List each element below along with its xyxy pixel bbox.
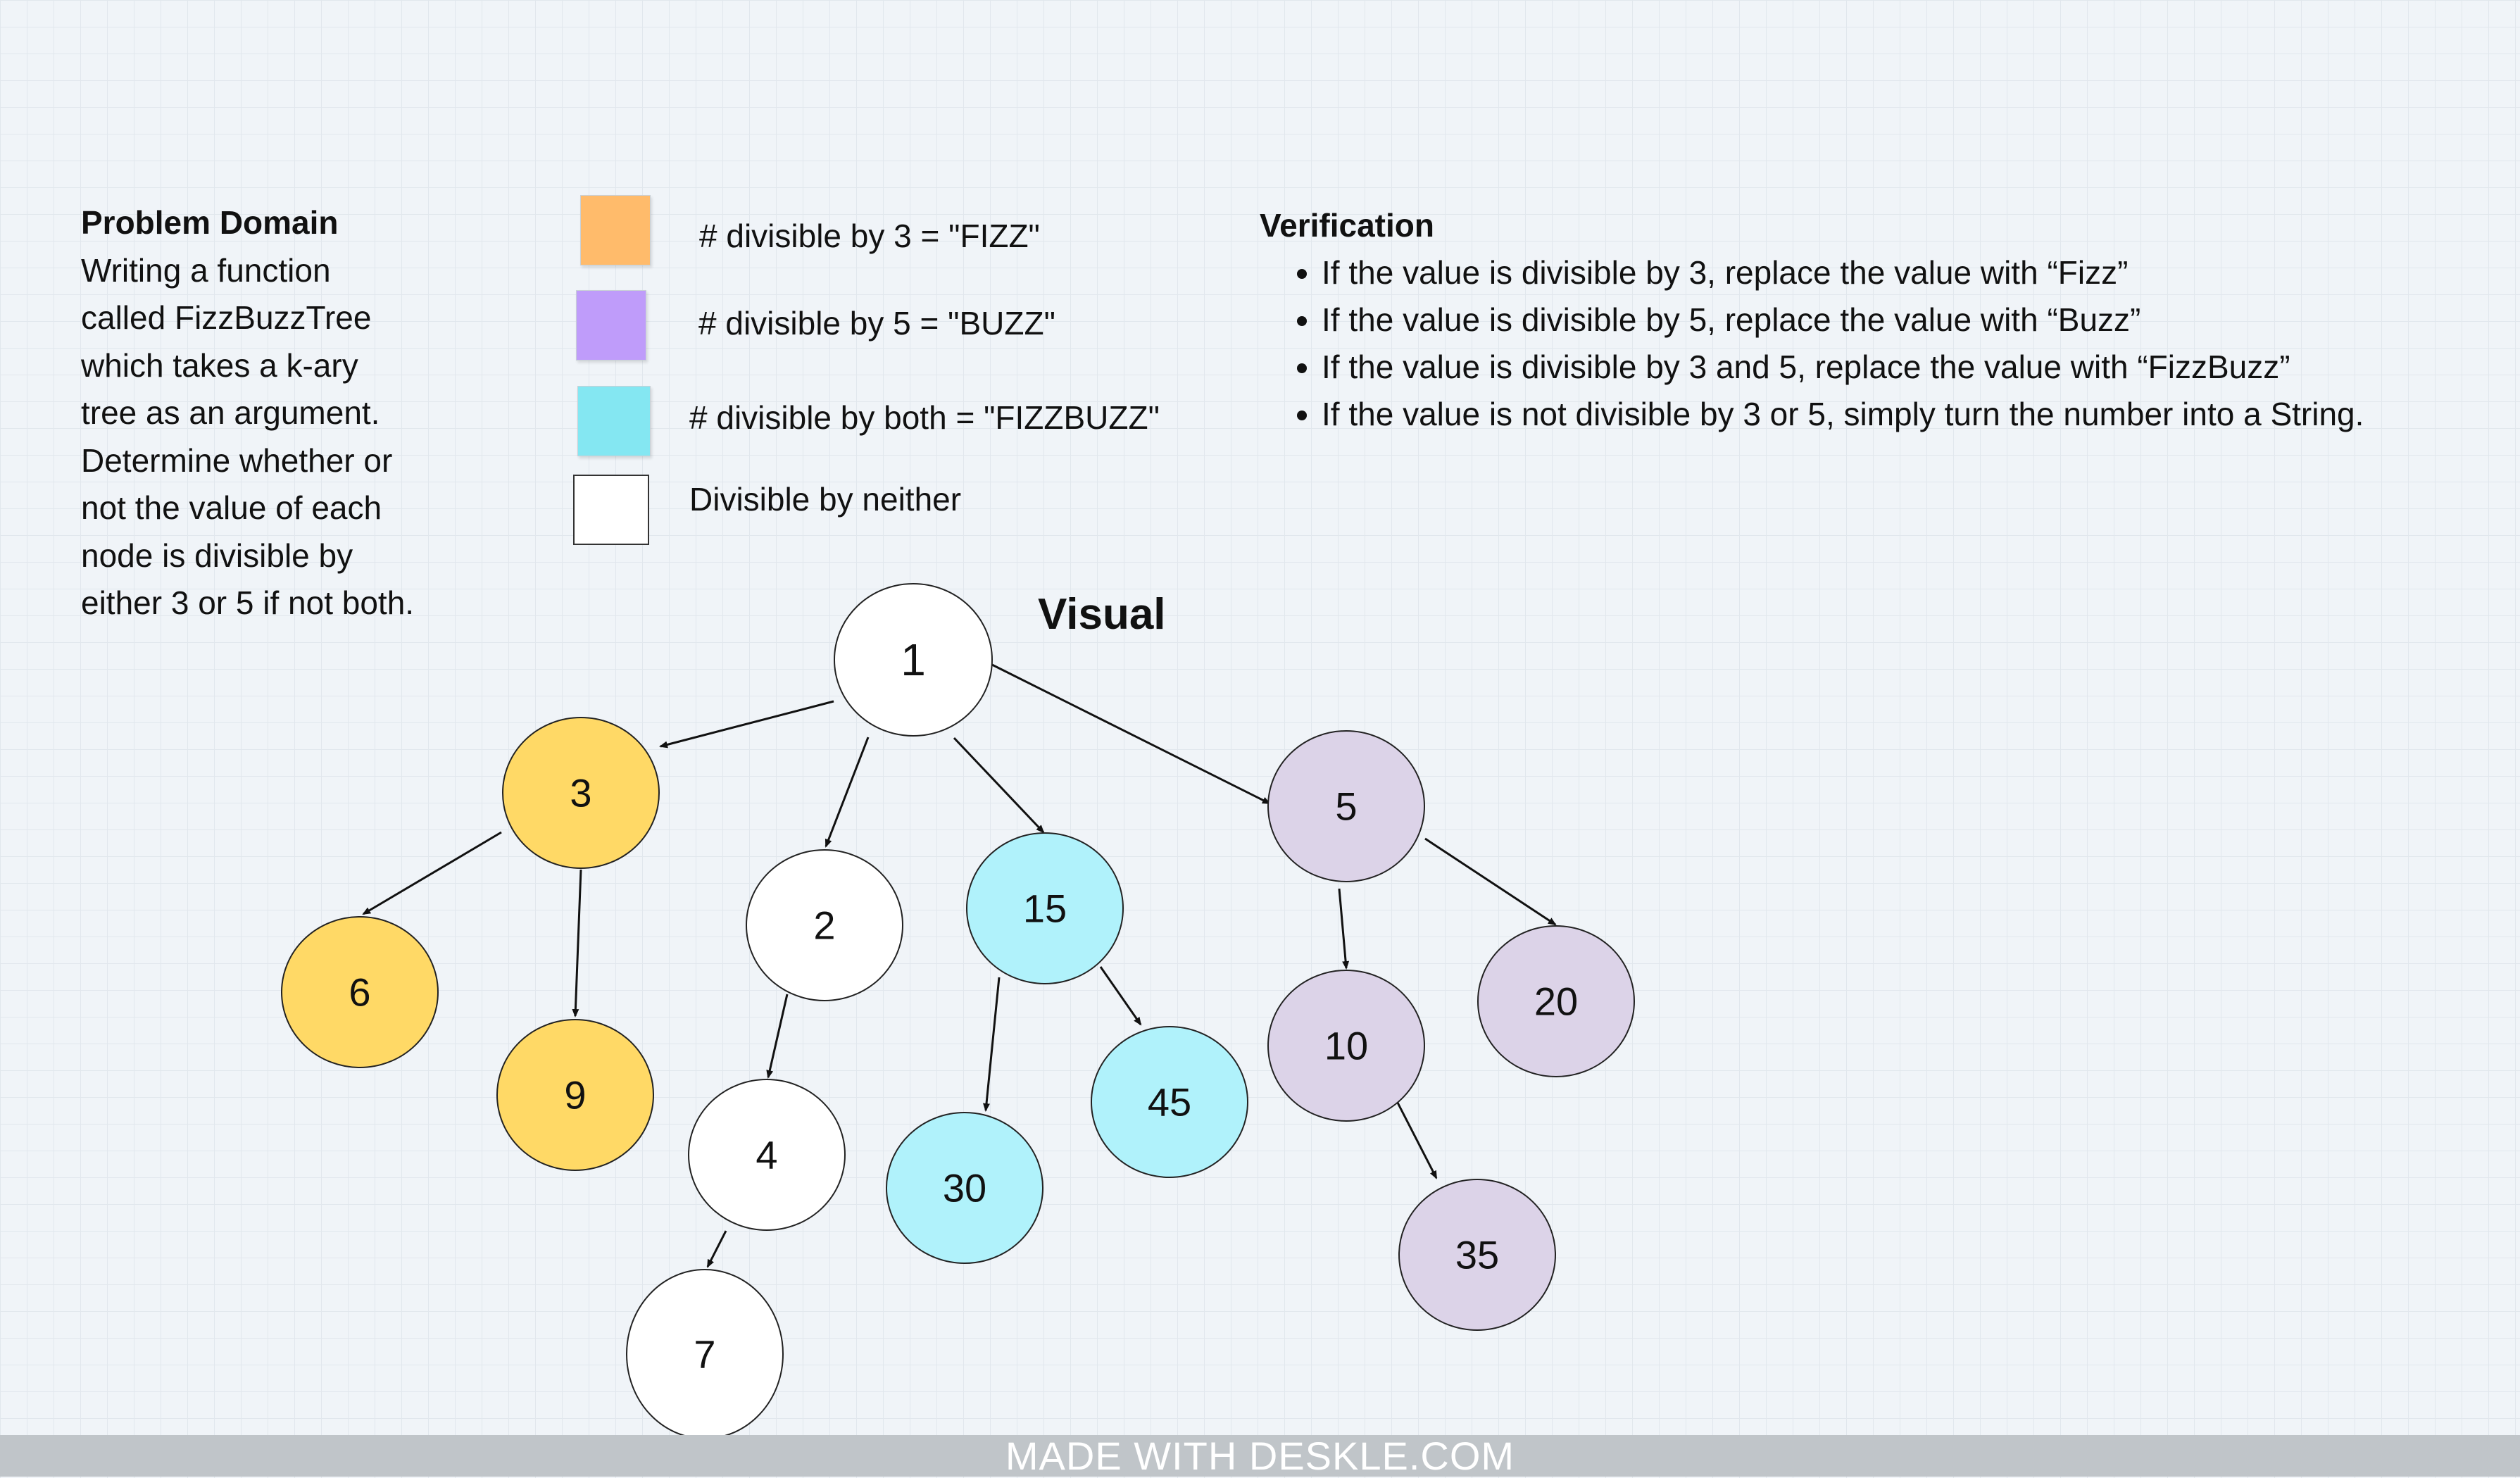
tree-node-label: 35 [1455,1233,1499,1277]
tree-edge-n5-n10 [1338,888,1350,970]
legend-swatch-fizz [580,195,651,265]
tree-node-circle [834,583,993,737]
tree-node-label: 5 [1335,784,1357,829]
tree-node-label: 4 [756,1133,777,1177]
tree-node-circle [1398,1179,1556,1331]
footer-banner: MADE WITH DESKLE.COM [0,1435,2520,1477]
tree-node-circle [746,849,903,1001]
legend-swatch-neither [573,475,649,545]
tree-node-45: 45 [1091,1026,1248,1178]
verification-item: If the value is divisible by 3 and 5, re… [1322,344,2499,391]
tree-node-7: 7 [626,1269,784,1439]
tree-node-circle [496,1019,654,1171]
tree-edge-n10-n35 [1396,1102,1438,1179]
tree-node-label: 7 [694,1332,715,1377]
tree-node-6: 6 [281,916,439,1068]
tree-node-3: 3 [502,717,660,869]
tree-node-circle [502,717,660,869]
tree-node-label: 20 [1534,979,1578,1024]
tree-node-30: 30 [886,1112,1043,1264]
legend-swatch-buzz [576,290,646,361]
tree-edge-n15-n45 [1099,966,1142,1026]
problem-domain-text: Writing a function called FizzBuzzTree w… [81,251,415,622]
verification-item: If the value is divisible by 3, replace … [1322,249,2499,296]
tree-node-5: 5 [1267,730,1425,882]
verification-item: If the value is divisible by 5, replace … [1322,296,2499,344]
tree-node-15: 15 [966,832,1124,984]
legend-swatch-fizzbuzz [577,386,651,456]
tree-node-circle [1091,1026,1248,1178]
verification-heading: Verification [1260,207,1434,244]
tree-edge-n1-n15 [953,737,1045,834]
tree-node-circle [1477,925,1635,1077]
tree-node-label: 3 [570,771,591,815]
tree-edge-n3-n9 [572,869,582,1017]
tree-edge-n1-n2 [825,737,870,848]
tree-node-circle [1267,970,1425,1122]
legend-label-fizzbuzz: # divisible by both = "FIZZBUZZ" [689,399,1160,436]
tree-node-2: 2 [746,849,903,1001]
tree-edge-n1-n5 [990,663,1271,805]
tree-node-label: 30 [943,1166,986,1210]
tree-node-circle [966,832,1124,984]
tree-node-4: 4 [688,1079,846,1231]
tree-edge-n15-n30 [983,977,1001,1112]
verification-item: If the value is not divisible by 3 or 5,… [1322,391,2499,438]
visual-title: Visual [1038,590,1166,639]
tree-node-label: 2 [813,903,835,948]
tree-node-circle [886,1112,1043,1264]
tree-node-label: 6 [349,970,370,1015]
legend-label-fizz: # divisible by 3 = "FIZZ" [699,218,1040,254]
tree-node-label: 9 [564,1073,586,1117]
verification-list: If the value is divisible by 3, replace … [1260,249,2499,438]
tree-edge-n5-n20 [1424,837,1557,926]
tree-edge-n4-n7 [706,1230,727,1268]
tree-node-label: 1 [901,634,926,685]
tree-edge-n1-n3 [659,700,834,749]
tree-node-20: 20 [1477,925,1635,1077]
tree-node-circle [281,916,439,1068]
legend-label-buzz: # divisible by 5 = "BUZZ" [698,305,1055,342]
tree-node-circle [688,1079,846,1231]
problem-domain-heading: Problem Domain [81,204,339,241]
legend-label-neither: Divisible by neither [689,481,962,518]
tree-node-label: 15 [1023,887,1067,931]
tree-node-10: 10 [1267,970,1425,1122]
tree-node-label: 10 [1324,1024,1368,1068]
tree-node-9: 9 [496,1019,654,1171]
tree-edge-n2-n4 [766,994,789,1079]
tree-node-35: 35 [1398,1179,1556,1331]
problem-domain-panel: Problem Domain Writing a function called… [81,199,461,627]
tree-node-1: 1 [834,583,993,737]
verification-panel: Verification If the value is divisible b… [1260,204,2499,438]
tree-node-label: 45 [1148,1080,1191,1125]
tree-node-circle [1267,730,1425,882]
tree-edge-n3-n6 [362,831,502,915]
